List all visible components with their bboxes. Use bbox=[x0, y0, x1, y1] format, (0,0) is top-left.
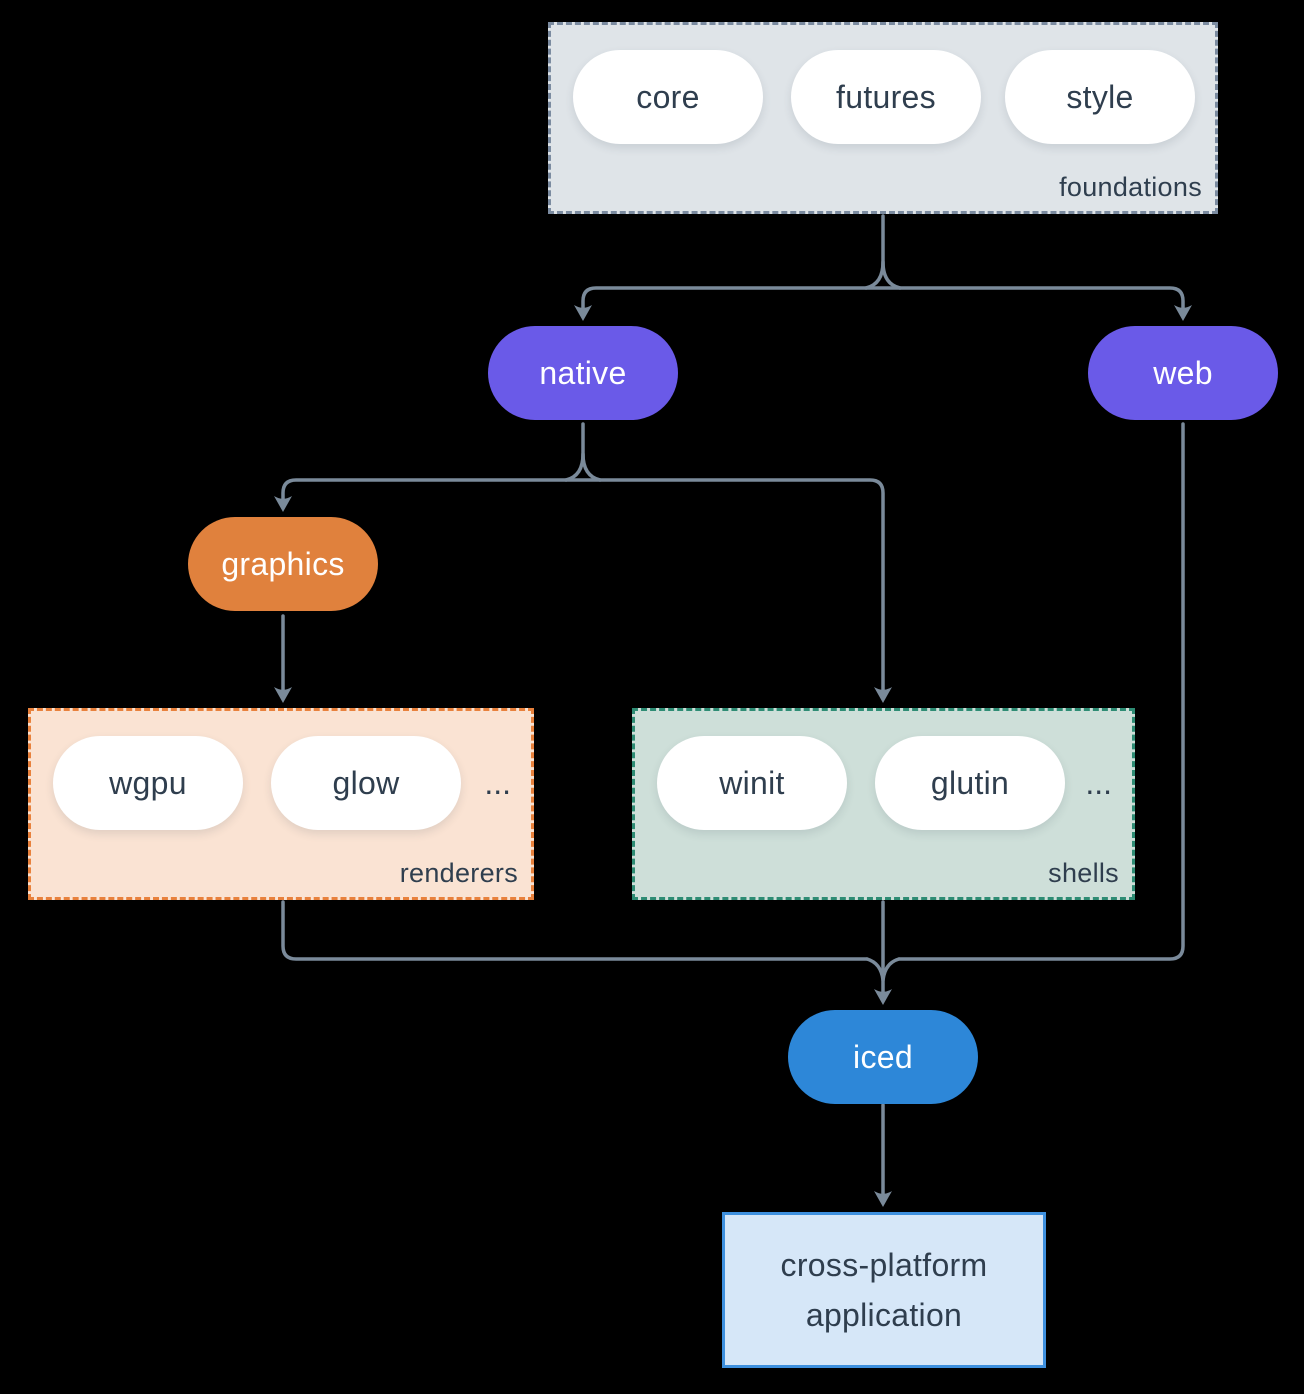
arrowhead-graphics bbox=[274, 496, 292, 512]
node-application: cross-platform application bbox=[722, 1212, 1046, 1368]
edge-foundations-crossbar bbox=[581, 286, 1185, 311]
node-iced: iced bbox=[788, 1010, 978, 1104]
application-label-line2: application bbox=[805, 1297, 963, 1333]
pill-futures: futures bbox=[791, 50, 981, 144]
group-renderers: wgpu glow ... renderers bbox=[28, 708, 534, 900]
group-foundations: core futures style foundations bbox=[548, 22, 1218, 214]
ellipsis-shells: ... bbox=[1085, 764, 1112, 801]
arrowhead-iced bbox=[874, 989, 892, 1005]
edge-foundations-flare bbox=[864, 260, 902, 290]
application-label-line1: cross-platform bbox=[780, 1247, 988, 1283]
pill-winit: winit bbox=[657, 736, 847, 830]
pill-glow: glow bbox=[271, 736, 461, 830]
arrowhead-native bbox=[574, 305, 592, 321]
edge-merge-right bbox=[897, 422, 1185, 961]
pill-wgpu: wgpu bbox=[53, 736, 243, 830]
edge-merge-left bbox=[281, 900, 869, 961]
arrowhead-renderers bbox=[274, 687, 292, 703]
pill-style: style bbox=[1005, 50, 1195, 144]
edge-native-crossbar bbox=[281, 478, 885, 693]
edge-native-flare bbox=[564, 452, 602, 482]
group-shells: winit glutin ... shells bbox=[632, 708, 1135, 900]
label-foundations: foundations bbox=[1059, 172, 1202, 202]
ellipsis-renderers: ... bbox=[484, 764, 511, 801]
arrowhead-web bbox=[1174, 305, 1192, 321]
node-native: native bbox=[488, 326, 678, 420]
arrowhead-application bbox=[874, 1191, 892, 1207]
pill-glutin: glutin bbox=[875, 736, 1065, 830]
label-renderers: renderers bbox=[399, 858, 518, 888]
arrowhead-shells bbox=[874, 687, 892, 703]
node-graphics: graphics bbox=[188, 517, 378, 611]
label-shells: shells bbox=[1048, 858, 1119, 888]
node-web: web bbox=[1088, 326, 1278, 420]
pill-core: core bbox=[573, 50, 763, 144]
